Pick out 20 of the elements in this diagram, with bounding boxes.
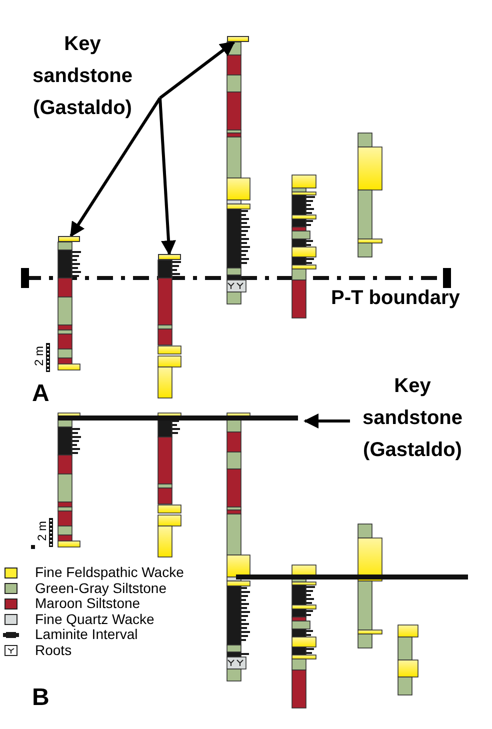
legend-label: Fine Feldspathic Wacke xyxy=(35,565,184,580)
arrow xyxy=(304,414,350,428)
key-sandstone-bed xyxy=(58,236,80,242)
legend-label: Roots xyxy=(35,642,72,658)
legend-label: Green-Gray Siltstone xyxy=(35,580,166,596)
scale-label: 2 m xyxy=(35,521,49,541)
legend-label: Maroon Siltstone xyxy=(35,596,140,611)
key-sandstone-bed xyxy=(158,254,181,260)
boundary-label: P-T boundary xyxy=(331,287,460,310)
panel-label: B xyxy=(32,684,50,712)
callout-text: Key sandstone (Gastaldo) xyxy=(361,374,464,463)
panel-label: A xyxy=(32,380,50,408)
key-sandstone-bed xyxy=(227,36,249,42)
arrow xyxy=(158,98,176,256)
callout-text: Key sandstone (Gastaldo) xyxy=(31,32,134,121)
arrow xyxy=(70,97,162,238)
legend-label: Laminite Interval xyxy=(35,627,138,642)
scale-label: 2 m xyxy=(32,346,46,366)
arrow xyxy=(159,40,236,100)
legend-label: Fine Quartz Wacke xyxy=(35,612,154,626)
